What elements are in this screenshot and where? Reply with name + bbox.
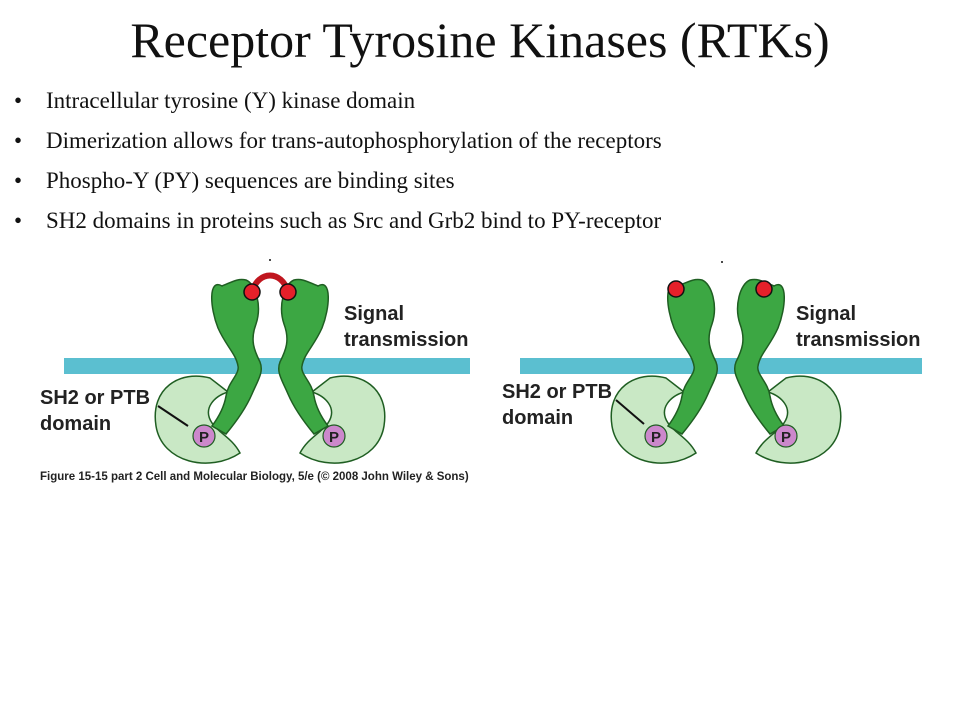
- signal-label: Signal: [796, 303, 856, 325]
- bullet-item: • Dimerization allows for trans-autophosp…: [8, 126, 948, 166]
- slide-title: Receptor Tyrosine Kinases (RTKs): [130, 12, 830, 68]
- phospho-label-right: P: [329, 429, 339, 446]
- membrane-bar: [64, 358, 470, 374]
- signal-label-line2: transmission: [344, 329, 468, 351]
- phospho-group-left: [644, 424, 668, 448]
- phospho-label-right: P: [781, 429, 791, 446]
- small-mark: [721, 261, 723, 263]
- bullet-text: Phospho-Y (PY) sequences are binding sit…: [46, 168, 455, 193]
- domain-label: SH2 or PTB: [40, 387, 150, 409]
- bullet-dot: •: [14, 208, 23, 233]
- figure-panel-left: P P Signal transmission SH2 or PTB domai…: [40, 258, 500, 493]
- sh2-domain-right: [299, 375, 386, 464]
- figure-panel-right: P P Signal transmission SH2 or PTB domai…: [498, 258, 953, 493]
- phospho-label-left: P: [199, 429, 209, 446]
- ligand-dot-left: [243, 283, 261, 301]
- phospho-group-left: [192, 424, 216, 448]
- bullet-item: • Intracellular tyrosine (Y) kinase domai…: [8, 86, 948, 126]
- phospho-label-left: P: [651, 429, 661, 446]
- domain-pointer-line: [157, 405, 189, 427]
- ligand-dot-left: [667, 280, 685, 298]
- domain-label-line2: domain: [40, 413, 111, 435]
- signal-label-line2: transmission: [796, 329, 920, 351]
- sh2-domain-left: [154, 375, 241, 464]
- bullet-dot: •: [14, 88, 23, 113]
- bullet-dot: •: [14, 168, 23, 193]
- small-mark: [269, 259, 271, 261]
- domain-label: SH2 or PTB: [502, 381, 612, 403]
- sh2-domain-left: [610, 375, 697, 464]
- domain-pointer-line: [615, 399, 645, 425]
- bullet-text: Intracellular tyrosine (Y) kinase domain: [46, 88, 416, 113]
- bullet-text: SH2 domains in proteins such as Src and …: [46, 208, 662, 233]
- signal-label: Signal: [344, 303, 404, 325]
- bullet-item: • SH2 domains in proteins such as Src and…: [8, 206, 948, 246]
- ligand-dot-right: [755, 280, 773, 298]
- bullet-dot: •: [14, 128, 23, 153]
- receptor-monomer-right: [733, 278, 786, 435]
- ligand-dot-right: [279, 283, 297, 301]
- bullet-text: Dimerization allows for trans-autophosph…: [46, 128, 662, 153]
- receptor-monomer-right: [277, 278, 330, 435]
- phospho-group-right: [774, 424, 798, 448]
- receptor-monomer-left: [666, 278, 719, 435]
- bullet-item: • Phospho-Y (PY) sequences are binding si…: [8, 166, 948, 206]
- membrane-bar: [520, 358, 922, 374]
- bullet-list: • Intracellular tyrosine (Y) kinase domai…: [8, 86, 948, 246]
- receptor-monomer-left: [210, 278, 263, 435]
- domain-label-line2: domain: [502, 407, 573, 429]
- figure-caption: Figure 15-15 part 2 Cell and Molecular B…: [40, 471, 469, 483]
- phospho-group-right: [322, 424, 346, 448]
